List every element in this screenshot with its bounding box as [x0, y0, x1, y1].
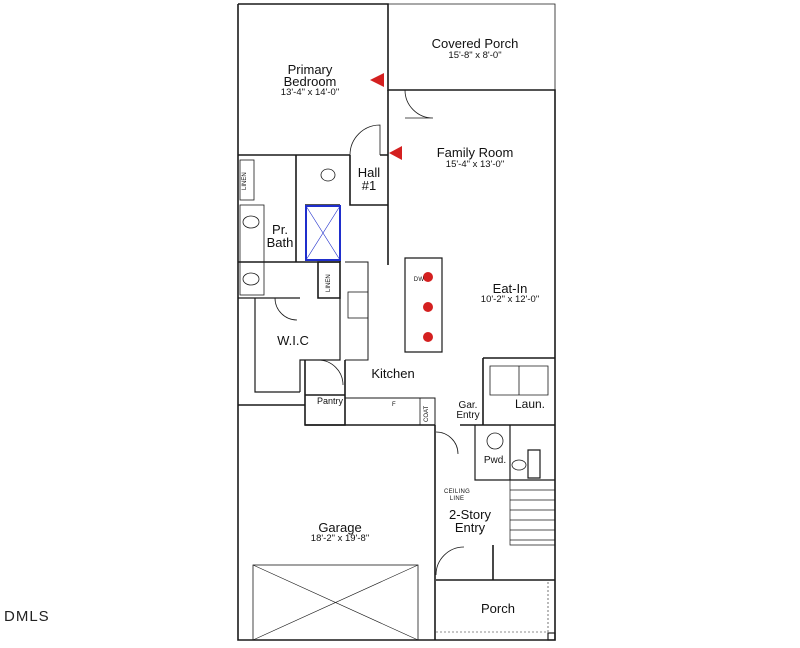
gar-entry-label-2: Entry	[456, 410, 480, 421]
door-swing	[274, 297, 298, 321]
powder-toilet	[511, 459, 527, 471]
hall-label-2: #1	[361, 178, 377, 193]
eat-in-dims: 10'-2" x 12'-0"	[480, 294, 540, 305]
range	[347, 291, 369, 319]
covered-porch-label: Covered Porch	[431, 36, 519, 51]
porch-rail	[436, 582, 549, 640]
covered-porch-dims: 15'-8" x 8'-0"	[448, 50, 502, 61]
bath-walls	[238, 155, 341, 263]
hall-label: Hall	[357, 165, 381, 180]
linen-shelf	[239, 159, 255, 201]
stairs	[509, 480, 555, 546]
door-swing	[435, 546, 465, 576]
shower	[305, 205, 341, 261]
powder-walls	[474, 425, 555, 481]
coat-closet	[419, 397, 436, 426]
ceiling-line-label-2: LINE	[449, 496, 465, 502]
door-swing	[435, 431, 459, 455]
entry-label-2: Entry	[454, 520, 486, 535]
fridge-label: F	[392, 402, 396, 408]
garage-top	[238, 404, 436, 640]
porch-top-line	[388, 3, 556, 90]
sink	[242, 215, 260, 229]
garage-label: Garage	[318, 520, 362, 535]
family-room-dims: 15'-4" x 13'-0"	[445, 159, 505, 170]
sink	[242, 272, 260, 286]
kitchen-counter	[345, 261, 369, 361]
marker	[370, 73, 384, 87]
door-swing	[404, 89, 434, 119]
marker	[423, 302, 433, 312]
marker	[423, 332, 433, 342]
bedroom-wall	[238, 90, 389, 265]
linen-label: LINEN	[242, 172, 248, 190]
family-room-label: Family Room	[436, 145, 514, 160]
dw-label: DW	[413, 277, 425, 283]
island	[404, 257, 443, 353]
toilet	[320, 168, 336, 182]
primary-bedroom-label: Primary	[287, 62, 333, 77]
pantry	[304, 360, 346, 426]
garage-door	[252, 564, 419, 641]
linen-label-kitchen: LINEN	[326, 274, 332, 292]
hall-wall	[349, 155, 388, 206]
laundry-label: Laun.	[514, 397, 546, 411]
porch-label: Porch	[481, 601, 515, 616]
eat-in-label: Eat-In	[492, 281, 528, 296]
coat-label: COAT	[424, 405, 430, 422]
washer-dryer	[489, 365, 549, 396]
marker	[423, 272, 433, 282]
gar-entry-label: Gar.	[458, 400, 478, 411]
entry-label: 2-Story	[449, 507, 491, 522]
door-swing	[349, 124, 381, 156]
wic-label: W.I.C	[277, 333, 309, 348]
dmls-watermark: DMLS	[4, 608, 50, 625]
outer-wall	[237, 3, 556, 641]
garage-dims: 18'-2" x 19'-8"	[310, 533, 370, 544]
primary-bedroom-dims: 13'-4" x 14'-0"	[280, 87, 340, 98]
ceiling-line-label: CEILING	[443, 489, 471, 495]
primary-bedroom-label-2: Bedroom	[283, 74, 337, 89]
vanity	[239, 204, 265, 296]
post	[547, 632, 556, 641]
garage-door-x	[252, 564, 419, 641]
powder-label: Pwd.	[483, 455, 507, 466]
pr-bath-label-2: Bath	[266, 235, 294, 250]
kitchen-label: Kitchen	[371, 366, 415, 381]
pantry-label: Pantry	[316, 396, 343, 406]
marker	[389, 146, 402, 160]
shower-x	[305, 205, 341, 261]
laundry-walls	[460, 357, 555, 426]
door-swing	[317, 359, 344, 386]
entry-wall	[436, 545, 555, 581]
powder-sink	[486, 432, 504, 450]
pr-bath-label: Pr.	[272, 222, 288, 237]
